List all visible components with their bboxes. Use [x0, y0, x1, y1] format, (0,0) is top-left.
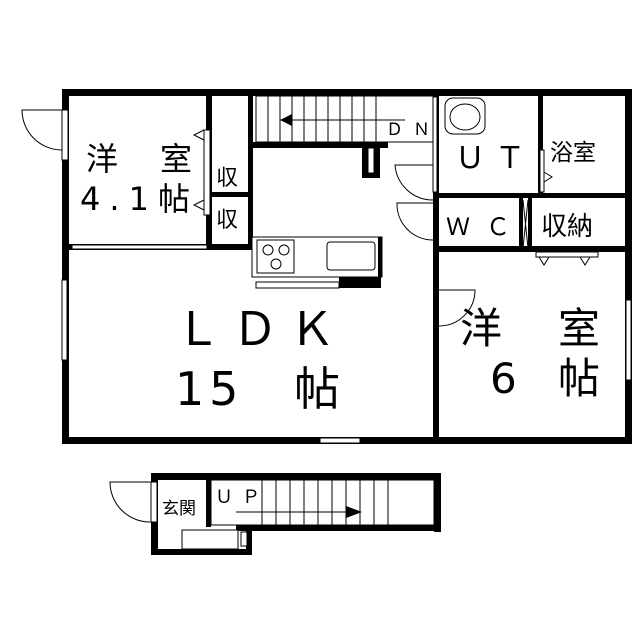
closet-label-lower: 収	[216, 208, 238, 233]
storage-door	[522, 199, 529, 249]
entrance-label: 玄関	[162, 499, 196, 519]
room-size-western-small: 4.1帖	[80, 180, 190, 218]
room-label-western-large: 洋 室	[460, 304, 600, 353]
entrance-area	[109, 473, 441, 555]
room-label-utility: ＵＴ	[455, 141, 525, 176]
room-label-storage: 収納	[541, 212, 593, 242]
room-size-ldk: 15 帖	[175, 362, 340, 416]
room-label-bathroom: 浴室	[550, 140, 596, 166]
washbasin	[444, 97, 486, 135]
closet-label-upper: 収	[216, 166, 238, 191]
room-label-ldk: ＬＤＫ	[175, 302, 335, 356]
doors	[21, 96, 632, 444]
room-size-western-large: 6 帖	[490, 354, 600, 403]
stairs-down	[255, 95, 434, 143]
kitchen-counter	[251, 236, 383, 278]
room-label-toilet: ＷＣ	[446, 213, 510, 241]
room-label-western-small: 洋 室	[86, 140, 192, 178]
